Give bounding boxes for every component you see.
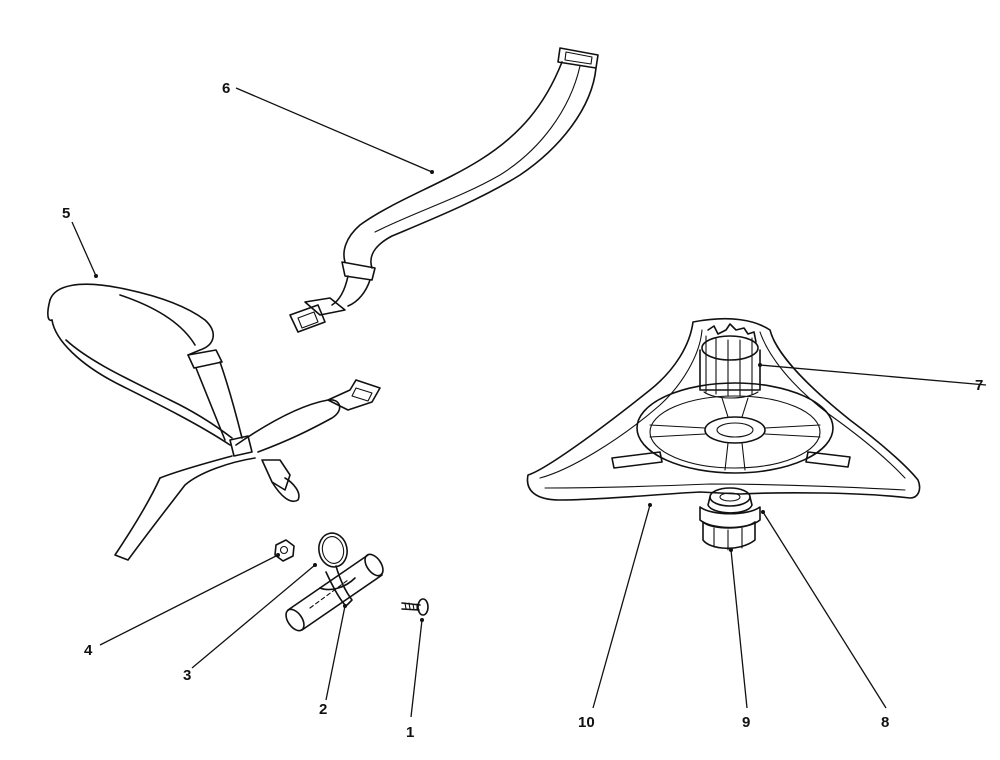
part-1-screw (401, 598, 429, 616)
callout-10: 10 (578, 714, 595, 731)
callout-6: 6 (222, 80, 230, 97)
part-6-shoulder-strap (289, 47, 599, 333)
part-2-handle-tube (285, 553, 384, 632)
callout-1: 1 (406, 724, 414, 741)
part-10-trimmer-shield (526, 317, 921, 501)
callout-4: 4 (84, 642, 93, 659)
callout-3: 3 (183, 667, 191, 684)
callout-8: 8 (881, 714, 889, 731)
part-5-harness (47, 283, 381, 561)
callout-5: 5 (62, 205, 70, 222)
part-7-spline-hub (699, 323, 761, 399)
callout-labels: 6 5 7 4 3 2 1 10 9 8 (62, 80, 983, 741)
part-8-spool-retainer (699, 487, 761, 529)
callout-9: 9 (742, 714, 750, 731)
part-3-ring (318, 532, 348, 568)
callout-2: 2 (319, 701, 327, 718)
part-4-nut (274, 539, 295, 562)
leader-lines (71, 87, 987, 718)
callout-7: 7 (975, 377, 983, 394)
